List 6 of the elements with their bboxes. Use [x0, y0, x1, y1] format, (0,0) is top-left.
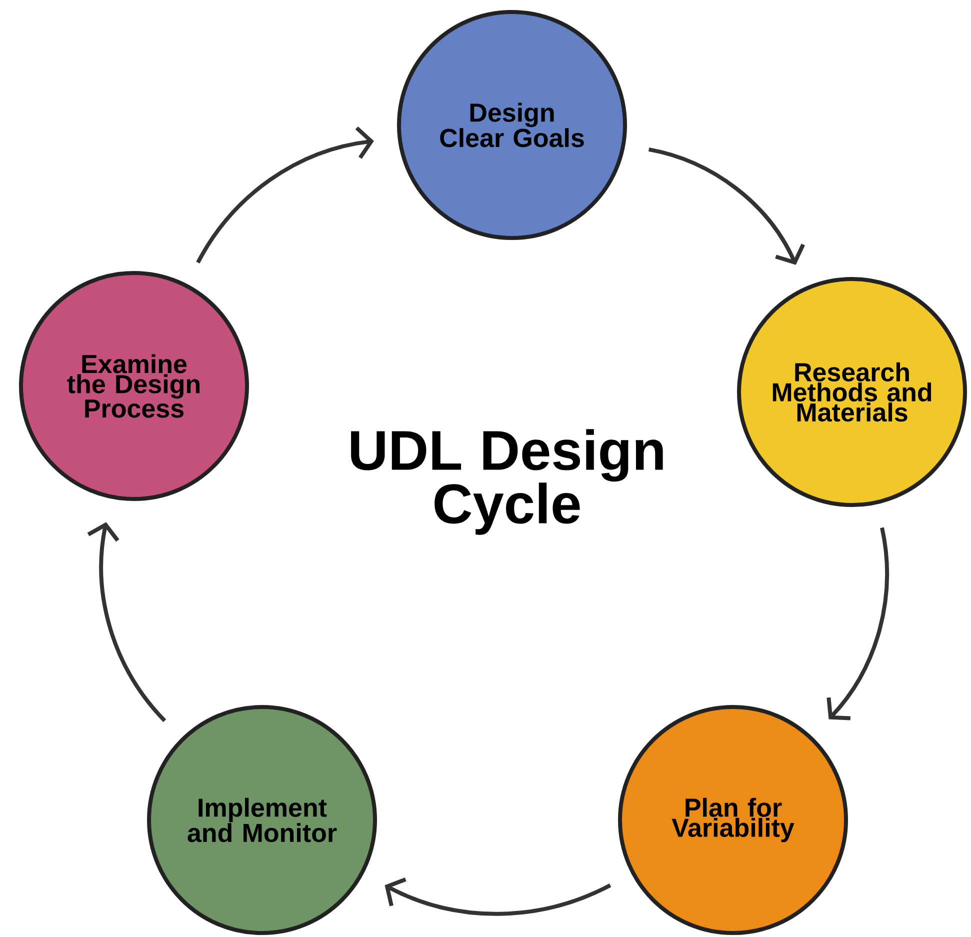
center-title: UDL Design Cycle	[351, 429, 663, 535]
curved-arrow	[648, 148, 805, 265]
curved-arrow	[384, 877, 612, 916]
curved-arrow	[87, 522, 166, 722]
curved-arrow	[196, 126, 374, 264]
curved-arrow	[826, 527, 889, 720]
